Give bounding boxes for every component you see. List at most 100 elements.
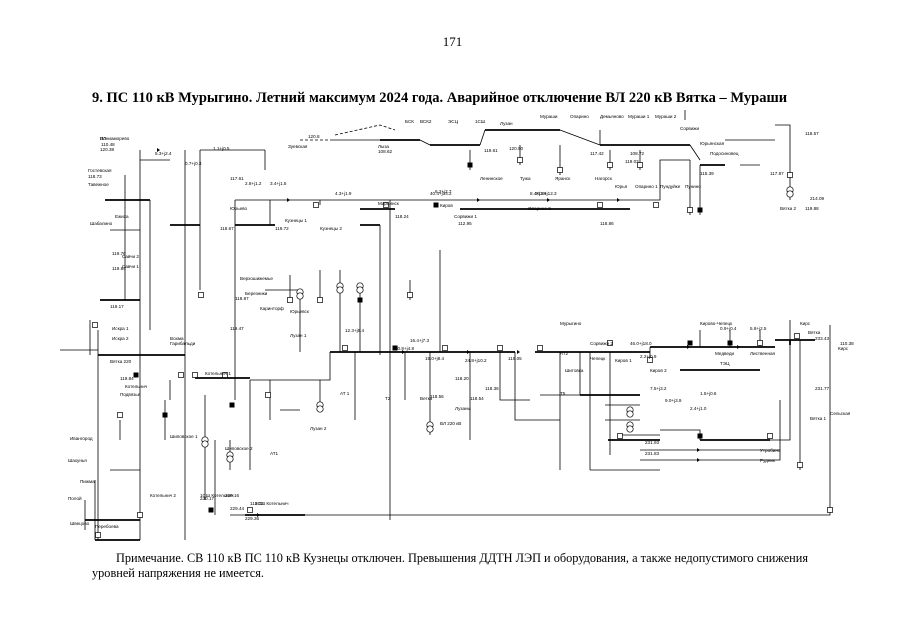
breaker-icon xyxy=(442,345,448,351)
flow-value-label: 24.8+j10.2 xyxy=(465,358,487,363)
station-label: Сорвижи xyxy=(680,126,700,131)
breaker-icon xyxy=(313,202,319,208)
flow-value-label: 118.67 xyxy=(220,226,234,231)
flow-value-label: 0.9+j0.4 xyxy=(720,326,737,331)
transformer-icon xyxy=(426,425,434,433)
flow-value-label: 6.2+j2.7 xyxy=(435,189,452,194)
station-label: Киров 2 xyxy=(650,368,667,373)
flow-value-label: 119.05 xyxy=(508,356,522,361)
transformer-icon xyxy=(226,455,234,463)
arrow-icon xyxy=(617,198,620,202)
breaker-icon xyxy=(653,202,659,208)
station-label: Гарибальди xyxy=(170,341,196,346)
breaker-icon xyxy=(687,207,693,213)
station-label: Юрьевск xyxy=(290,309,310,314)
arrow-icon xyxy=(697,448,700,452)
breaker-icon xyxy=(137,512,143,518)
flow-value-label: 118.86 xyxy=(600,221,614,226)
station-label: Мураши xyxy=(540,114,558,119)
station-label: Ленинское xyxy=(480,176,503,181)
transformer-icon xyxy=(201,440,209,448)
station-label: Шитовка xyxy=(565,368,584,373)
note-line-2: уровней напряжения не имеется. xyxy=(92,566,264,580)
station-label: Чепецк xyxy=(590,356,606,361)
flow-value-label: 2.4+j1.0 xyxy=(690,406,707,411)
station-label: Искра 2 xyxy=(112,336,129,341)
station-label: Пижма xyxy=(80,479,95,484)
flow-value-label: 9.0+j3.9 xyxy=(665,398,682,403)
network-line xyxy=(499,352,530,401)
transformer-icon xyxy=(786,190,794,198)
network-line xyxy=(770,320,791,441)
flow-value-label: 110.48 xyxy=(101,142,115,147)
breaker-icon xyxy=(433,202,439,208)
station-label: ВЛ xyxy=(100,136,106,141)
flow-value-label: 118.24 xyxy=(395,214,409,219)
flow-value-label: 117.61 xyxy=(230,176,244,181)
station-label: Шахунья xyxy=(68,458,87,463)
station-label: Т2 xyxy=(385,396,391,401)
station-label: АТ2 xyxy=(560,351,569,356)
station-label: Гостевская xyxy=(88,168,112,173)
breaker-icon xyxy=(392,345,398,351)
breaker-icon xyxy=(597,202,603,208)
station-label: Лузан 2 xyxy=(310,426,327,431)
transformer-icon xyxy=(336,286,344,294)
station-label: АТ 1 xyxy=(340,391,350,396)
network-line xyxy=(660,429,701,440)
breaker-icon xyxy=(117,412,123,418)
breaker-icon xyxy=(198,292,204,298)
transformer-icon xyxy=(316,405,324,413)
flow-value-label: 229.36 xyxy=(245,516,259,521)
station-label: Утробино xyxy=(760,448,781,453)
flow-value-label: 1.5+j0.6 xyxy=(700,391,717,396)
station-label: Пунино xyxy=(685,184,701,189)
flow-value-label: 108.62 xyxy=(378,149,392,154)
station-label: Подосиновец xyxy=(710,151,739,156)
network-line xyxy=(320,159,690,201)
station-label: Савчи 2 xyxy=(122,254,139,259)
station-label: Мураши 2 xyxy=(655,114,677,119)
flow-value-label: 118.56 xyxy=(430,394,444,399)
station-label: Юрья xyxy=(615,184,628,189)
breaker-icon xyxy=(637,162,643,168)
network-line xyxy=(640,400,781,461)
station-label: Березники xyxy=(245,291,268,296)
arrow-icon xyxy=(697,458,700,462)
flow-value-label: 231.83 xyxy=(645,451,659,456)
breaker-icon xyxy=(162,412,168,418)
transformer-icon xyxy=(626,425,634,433)
network-line xyxy=(250,352,331,381)
station-label: Шабалино xyxy=(90,221,113,226)
station-label: Каринторф xyxy=(260,306,284,311)
network-line xyxy=(419,139,431,146)
station-label: 2СШ Котельнич xyxy=(255,501,289,506)
flow-value-label: 119.84 xyxy=(112,266,126,271)
station-label: Киров 1 xyxy=(615,358,632,363)
flow-value-label: 119.88 xyxy=(805,206,819,211)
station-label: 1СШ Котельнич xyxy=(200,493,234,498)
breaker-icon xyxy=(757,340,763,346)
breaker-icon xyxy=(192,372,198,378)
breaker-icon xyxy=(607,162,613,168)
flow-value-label: 231.93 xyxy=(645,440,659,445)
flow-value-label: 119.47 xyxy=(230,326,244,331)
breaker-icon xyxy=(317,297,323,303)
flow-value-label: 117.87 xyxy=(770,171,784,176)
flow-value-label: 118.36 xyxy=(485,386,499,391)
arrow-icon xyxy=(467,350,470,354)
arrow-icon xyxy=(737,345,740,349)
station-label: Котельнич 2 xyxy=(150,493,176,498)
station-label: Ивангород xyxy=(70,436,93,441)
flow-value-label: 1.1+j0.5 xyxy=(213,146,230,151)
flow-value-label: 118.73 xyxy=(88,174,102,179)
flow-value-label: 5.3+j2.4 xyxy=(155,151,172,156)
station-label: Полой xyxy=(68,495,82,501)
station-label: Кирс xyxy=(800,321,811,326)
station-label: Нагорск xyxy=(595,176,613,181)
station-label: Медведи xyxy=(715,351,735,356)
arrow-icon xyxy=(257,513,260,517)
flow-value-label: 119.17 xyxy=(110,304,124,309)
station-label: 1СШ xyxy=(475,119,485,124)
station-label: Кузнецы 1 xyxy=(285,218,307,223)
